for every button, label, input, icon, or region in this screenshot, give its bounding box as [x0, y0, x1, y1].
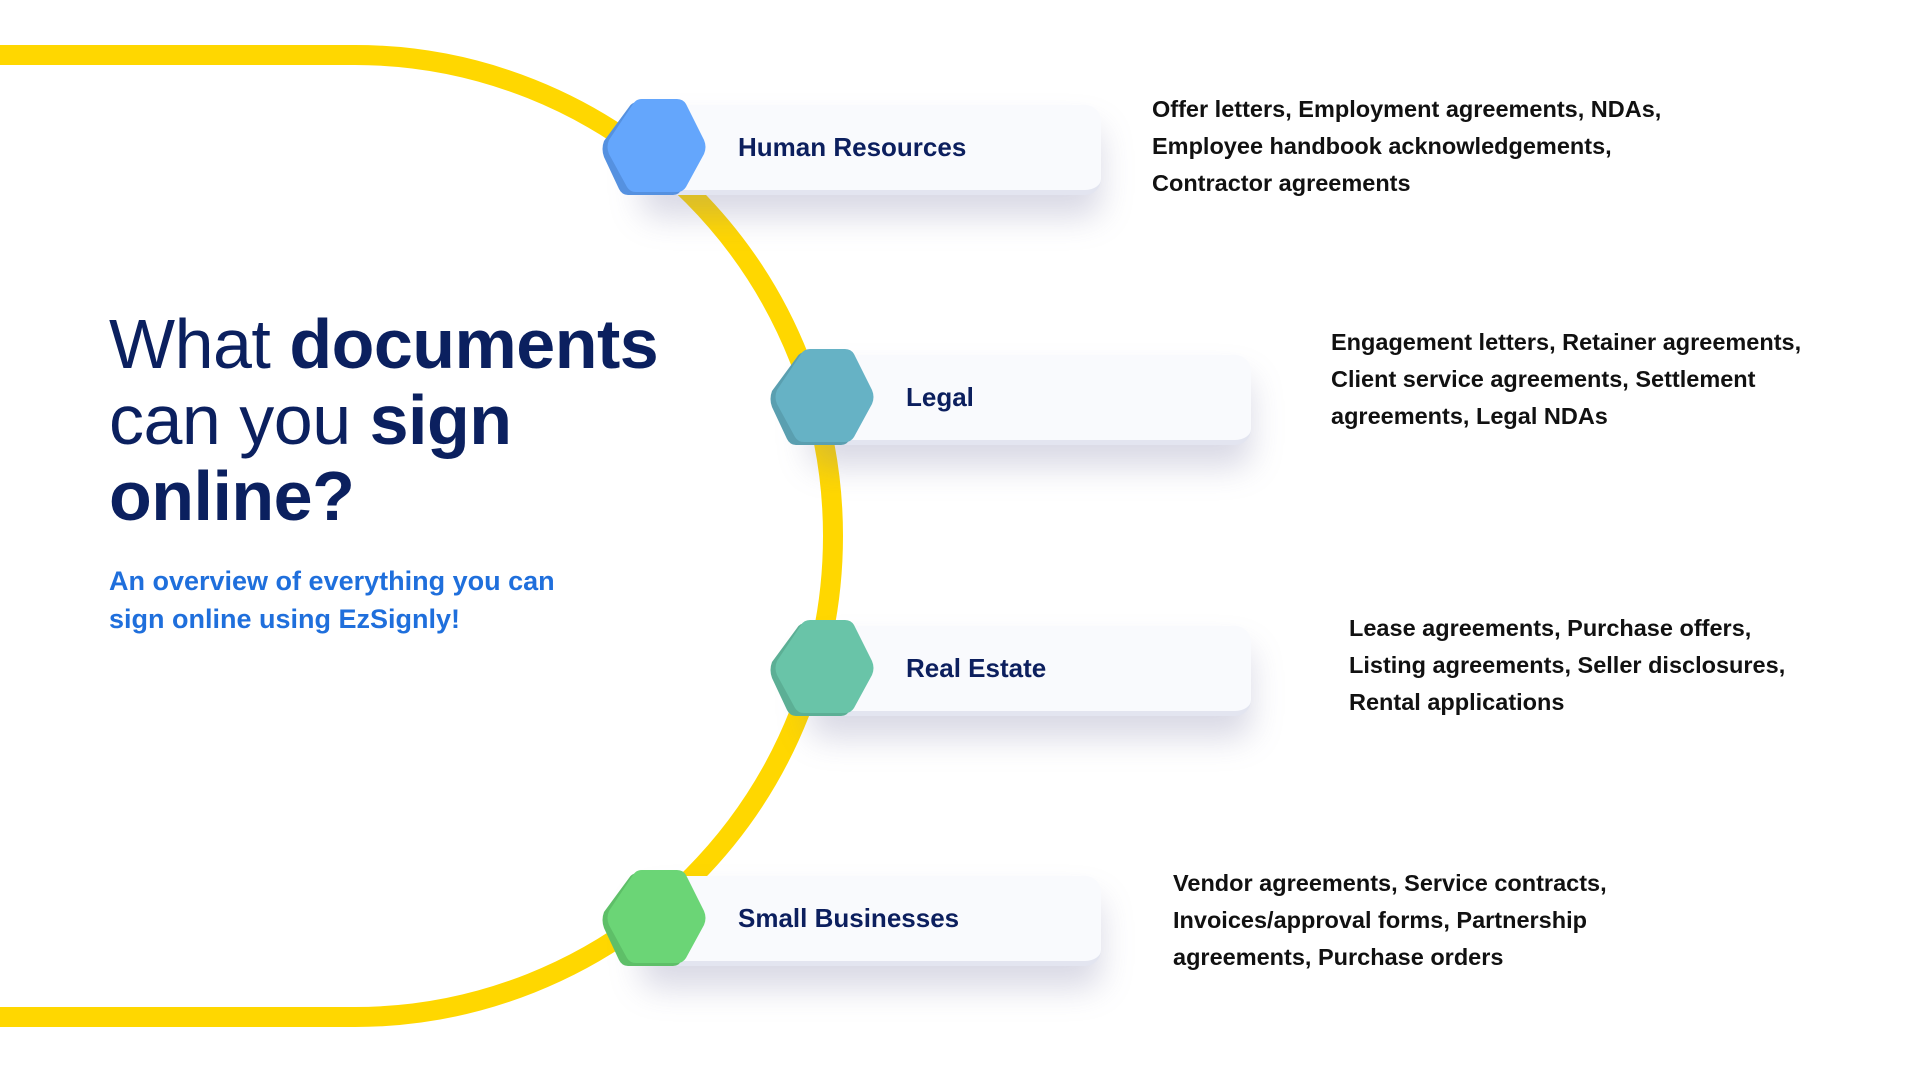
subtitle: An overview of everything you can sign o… — [109, 566, 555, 634]
description-real-estate: Lease agreements, Purchase offers, Listi… — [1349, 615, 1786, 715]
category-card-real-estate: Real Estate — [769, 620, 1251, 716]
category-card-small-businesses: Small Businesses — [601, 870, 1101, 966]
hexagon-icon — [602, 870, 706, 966]
card-panel — [641, 876, 1101, 966]
description-small-businesses: Vendor agreements, Service contracts, In… — [1173, 870, 1607, 970]
hexagon-icon — [770, 349, 874, 445]
description-human-resources: Offer letters, Employment agreements, ND… — [1152, 96, 1662, 196]
category-card-legal: Legal — [769, 349, 1251, 445]
hexagon-icon — [770, 620, 874, 716]
hexagon-icon — [602, 99, 706, 195]
headline-line-3: online? — [109, 457, 355, 535]
arc-path — [0, 45, 843, 1027]
category-label: Small Businesses — [738, 903, 960, 933]
category-label: Legal — [906, 382, 974, 412]
category-label: Human Resources — [738, 132, 967, 162]
category-label: Real Estate — [906, 653, 1047, 683]
card-panel — [641, 105, 1101, 195]
headline-line-1: What documents — [109, 305, 659, 383]
description-legal: Engagement letters, Retainer agreements,… — [1331, 329, 1802, 429]
headline-line-2: can you sign — [109, 381, 512, 459]
category-card-human-resources: Human Resources — [601, 99, 1101, 195]
card-panel — [809, 626, 1251, 716]
headline: What documents can you sign online? — [109, 306, 709, 534]
card-panel — [809, 355, 1251, 445]
